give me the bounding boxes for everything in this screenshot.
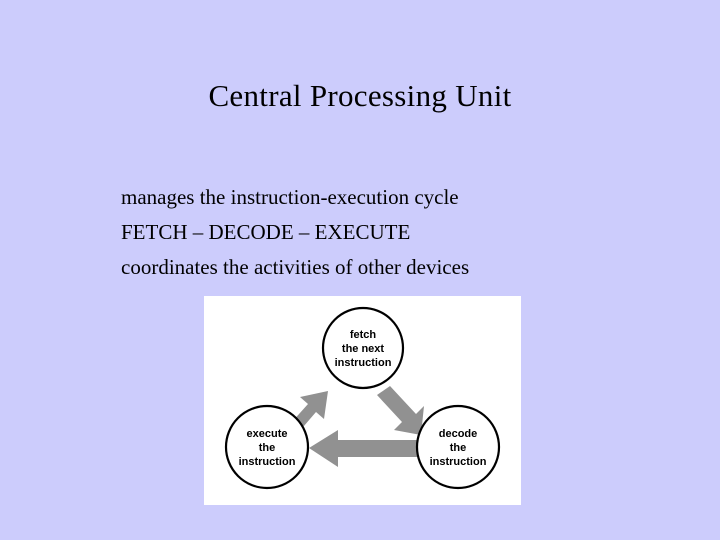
page-title: Central Processing Unit [208,78,512,113]
instruction-cycle-diagram: fetch the next instruction decode the in… [204,296,521,505]
node-decode-line-1: decode [439,428,478,440]
node-fetch: fetch the next instruction [321,306,405,390]
node-fetch-line-3: instruction [335,357,392,369]
arrow-decode-to-execute [309,430,420,467]
node-fetch-line-1: fetch [350,329,377,341]
arrow-fetch-to-decode [377,386,424,435]
node-execute: execute the instruction [224,404,310,490]
node-execute-line-1: execute [247,428,288,440]
body-line-1: manages the instruction-execution cycle [121,185,459,209]
node-decode-line-2: the [450,442,467,454]
node-decode-line-3: instruction [430,456,487,468]
node-decode: decode the instruction [415,404,501,490]
slide-body-text: manages the instruction-execution cycle … [121,180,641,285]
body-line-2: FETCH – DECODE – EXECUTE [121,220,411,244]
node-execute-line-3: instruction [239,456,296,468]
node-fetch-line-2: the next [342,343,385,355]
node-execute-line-2: the [259,442,276,454]
body-line-3: coordinates the activities of other devi… [121,255,470,279]
